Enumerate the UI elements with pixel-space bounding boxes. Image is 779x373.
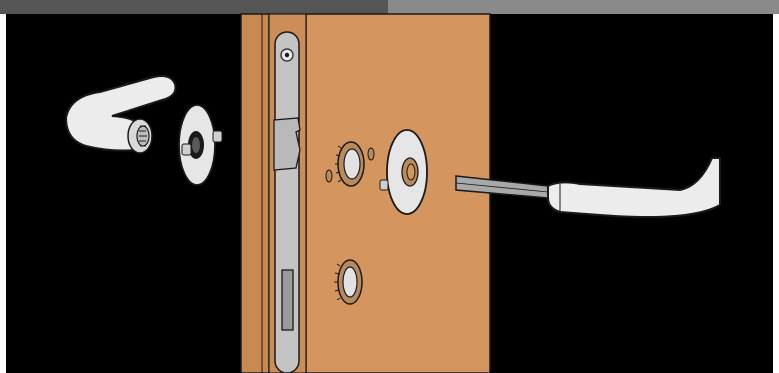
rosette-pin-icon [182, 144, 191, 155]
screw-hole-icon [368, 148, 374, 160]
rosette-pin-icon [380, 180, 388, 190]
door [241, 14, 490, 373]
rosette-pin-icon [213, 131, 222, 142]
screw-hole-icon [326, 170, 332, 182]
deadbolt-slot-icon [282, 270, 293, 330]
door-edge-strip [241, 14, 269, 373]
latch-bolt-icon [274, 118, 300, 170]
mortise-lock-icon [274, 32, 300, 373]
